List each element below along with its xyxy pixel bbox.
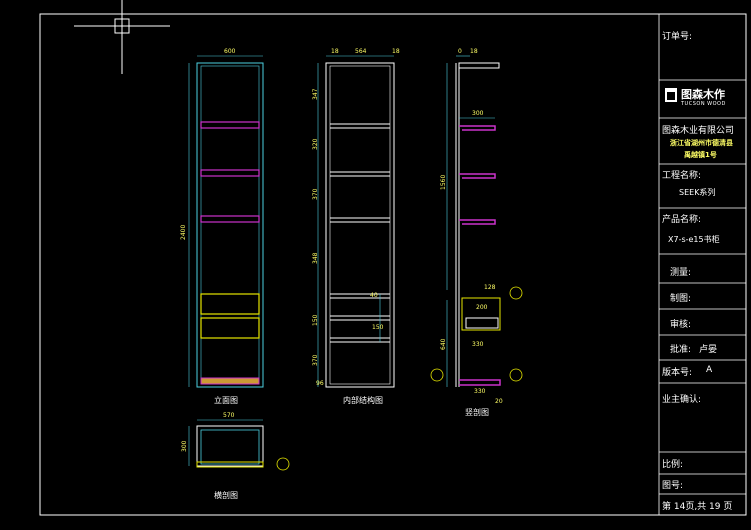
front-shelf-2 [200, 169, 260, 177]
dim-plan-depth: 300 [181, 440, 188, 452]
order-no-label: 订单号: [662, 32, 693, 42]
project-label: 工程名称: [662, 171, 702, 181]
dim-sec-d2: 200 [476, 304, 488, 311]
survey-label: 测量: [670, 268, 692, 278]
front-drawer-1 [200, 293, 260, 315]
scale-label: 比例: [662, 460, 684, 470]
detail-callout-1 [509, 286, 523, 300]
version-label: 版本号: [662, 368, 693, 378]
vertical-section-view [430, 55, 523, 387]
title-block [658, 14, 746, 515]
dim-plan-width: 570 [223, 412, 235, 419]
dim-sec-d5: 20 [495, 398, 503, 405]
drawing-frame [39, 13, 747, 516]
dim-int-v2: 320 [312, 138, 319, 150]
dim-sec-h-lower: 640 [440, 338, 447, 350]
caption-section-view: 竖剖图 [465, 408, 489, 417]
company-name: 图森木业有限公司 [662, 126, 735, 136]
dim-inner-left: 18 [331, 48, 339, 55]
logo-icon [665, 88, 677, 102]
plan-callout [276, 457, 290, 471]
section-shelf-3 [459, 219, 496, 225]
logo-en: TUCSON WOOD [681, 101, 726, 107]
dim-inner-width: 564 [355, 48, 367, 55]
dim-int-v9: 96 [316, 380, 324, 387]
section-top-panel [458, 62, 500, 69]
front-shelf-1 [200, 121, 260, 129]
internal-structure-view [317, 55, 395, 388]
caption-plan-view: 横剖图 [214, 491, 238, 500]
dim-inner-right: 18 [392, 48, 400, 55]
drawing-no-label: 图号: [662, 481, 684, 491]
address-line-2: 禹越镇1号 [684, 151, 717, 159]
detail-callout-3 [430, 368, 444, 382]
product-label: 产品名称: [662, 215, 702, 225]
caption-internal-view: 内部结构图 [343, 396, 383, 405]
dim-int-v8: 370 [312, 354, 319, 366]
horizontal-section-view [188, 419, 290, 471]
plan-outline [196, 425, 264, 467]
section-shelf-2 [459, 173, 496, 179]
dim-int-v4: 348 [312, 252, 319, 264]
approve-label: 批准: [670, 345, 692, 355]
page-info: 第 14页,共 19 页 [662, 502, 733, 512]
dim-sec-top-b: 18 [470, 48, 478, 55]
owner-confirm-label: 业主确认: [662, 395, 702, 405]
dim-sec-d3: 330 [472, 341, 484, 348]
dim-int-v7: 150 [372, 324, 384, 331]
dim-int-v1: 347 [312, 88, 319, 100]
product-value: X7-s-e15书柜 [668, 235, 720, 244]
dim-sec-d1: 128 [484, 284, 496, 291]
version-value: A [706, 365, 713, 375]
dim-sec-shelf: 300 [472, 110, 484, 117]
address-line-1: 浙江省湖州市德清县 [670, 139, 733, 147]
dim-front-height: 2400 [180, 224, 187, 240]
front-base-plinth [200, 377, 260, 385]
section-base [459, 379, 501, 386]
project-value: SEEK系列 [679, 188, 716, 197]
crosshair-cursor [74, 0, 170, 74]
front-drawer-2 [200, 317, 260, 339]
front-elevation-view [188, 55, 264, 388]
front-shelf-3 [200, 215, 260, 223]
dim-sec-top-a: 0 [458, 48, 462, 55]
front-cabinet-outline [196, 62, 264, 388]
detail-callout-2 [509, 368, 523, 382]
caption-front-view: 立面图 [214, 396, 238, 405]
draw-label: 制图: [670, 294, 692, 304]
section-shelf-1 [459, 125, 496, 131]
dim-sec-d4: 330 [474, 388, 486, 395]
dim-int-v6: 150 [312, 314, 319, 326]
section-drawer [461, 297, 501, 331]
dim-int-v5: 40 [370, 292, 378, 299]
logo-cn: 图森木作 [681, 88, 725, 101]
dim-front-width: 600 [224, 48, 236, 55]
approve-value: 卢晏 [699, 345, 718, 355]
internal-cabinet-outline [325, 62, 395, 388]
dim-sec-h-upper: 1560 [440, 174, 447, 190]
dim-int-v3: 370 [312, 188, 319, 200]
review-label: 审核: [670, 320, 692, 330]
